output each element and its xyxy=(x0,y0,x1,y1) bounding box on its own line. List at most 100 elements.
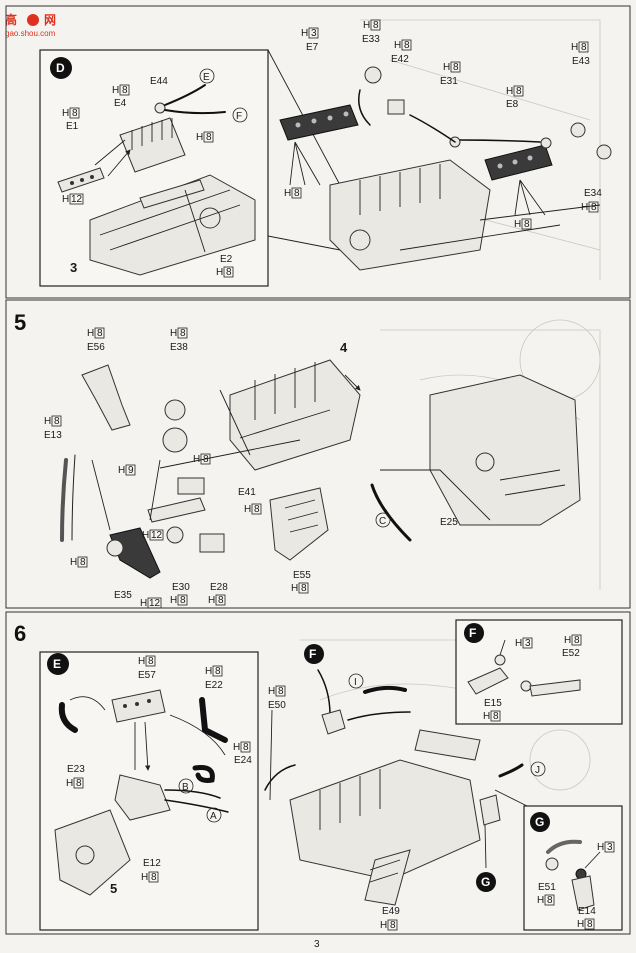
label-e33-h: H xyxy=(363,20,370,31)
part-e49 xyxy=(364,849,411,906)
label-e52-h: H xyxy=(564,635,571,646)
label-e1: E1 xyxy=(66,121,79,132)
label-h8e-num: 8 xyxy=(80,557,86,568)
label-e23-h: H xyxy=(66,778,73,789)
part-e52 xyxy=(529,679,581,697)
label-e57-h: H xyxy=(138,656,145,667)
watermark-char: 高 xyxy=(5,12,17,27)
label-e55-h: H xyxy=(291,583,298,594)
inset-g-badge xyxy=(530,812,550,832)
part-e28 xyxy=(199,533,225,553)
part-e14 xyxy=(571,875,595,911)
label-e34-h-num: 8 xyxy=(591,202,597,213)
label-h8b: H xyxy=(514,219,521,230)
watermark-logo: 高 网 gao.shou.com xyxy=(5,12,56,38)
part-e51 xyxy=(545,857,559,871)
section-step-6: 6 E H 8 E57 H 8 E22 xyxy=(5,611,631,935)
label-e4-h-num: 8 xyxy=(122,85,128,96)
inset-f: F H 3 H 8 E52 E15 H 8 xyxy=(455,619,623,725)
callout-j-circle xyxy=(530,761,546,777)
label-e34-h: H xyxy=(581,202,588,213)
part-e4 xyxy=(119,117,186,173)
label-h12b: H xyxy=(140,598,147,609)
label-h12-step5: H xyxy=(142,530,149,541)
label-e51: E51 xyxy=(538,882,556,893)
callout-i-circle xyxy=(348,673,364,689)
label-e42-h: H xyxy=(394,40,401,51)
label-e52-h-num: 8 xyxy=(574,635,580,646)
label-e41: E41 xyxy=(238,487,256,498)
label-e22: E22 xyxy=(205,680,223,691)
label-h8c-num: 8 xyxy=(203,454,209,465)
part-e35-belt xyxy=(109,527,161,579)
engine-block-top xyxy=(329,159,491,271)
label-e55: E55 xyxy=(293,570,311,581)
label-e4: E4 xyxy=(114,98,127,109)
label-e22-h: H xyxy=(205,666,212,677)
label-h12-step5-num: 12 xyxy=(151,530,163,541)
label-e42-h-num: 8 xyxy=(404,40,410,51)
label-e38-h-num: 8 xyxy=(180,328,186,339)
callout-f-circle xyxy=(232,107,248,123)
label-e50-h: H xyxy=(268,686,275,697)
part-e41 xyxy=(177,477,205,495)
label-h12b-num: 12 xyxy=(149,598,161,609)
label-e56-h: H xyxy=(87,328,94,339)
badge-f-main xyxy=(304,644,324,664)
label-e8-h: H xyxy=(506,86,513,97)
badge-f-main-text: F xyxy=(309,647,316,661)
label-e14-h-num: 8 xyxy=(587,919,593,930)
label-e1-h-num: 8 xyxy=(72,108,78,119)
label-e15-h-num: 8 xyxy=(493,711,499,722)
top-main-diagram: H 3 E7 H 8 E33 H 8 E42 H 8 E31 H 8 E8 H … xyxy=(267,19,612,271)
label-ref-5: 5 xyxy=(110,881,117,896)
part-e34 xyxy=(596,144,612,160)
label-e24-h-num: 8 xyxy=(243,742,249,753)
label-e44-h: H xyxy=(196,132,203,143)
label-h9: H xyxy=(118,465,125,476)
inset-e-badge-text: E xyxy=(53,657,61,671)
label-e35: E35 xyxy=(114,590,132,601)
label-e13-h: H xyxy=(44,416,51,427)
callout-a-circle xyxy=(206,807,222,823)
label-h8e: H xyxy=(70,557,77,568)
badge-g-main xyxy=(476,872,496,892)
label-e44: E44 xyxy=(150,76,168,87)
label-e33-h-num: 8 xyxy=(373,20,379,31)
label-e15-h: H xyxy=(483,711,490,722)
inset-f-badge xyxy=(464,623,484,643)
engine-right-step5 xyxy=(429,374,581,526)
part-e30 xyxy=(166,526,184,544)
label-ref-3: 3 xyxy=(70,260,77,275)
callout-c-text: C xyxy=(379,516,386,527)
label-e38: E38 xyxy=(170,342,188,353)
callout-e-circle xyxy=(199,68,215,84)
badge-g-main-text: G xyxy=(481,875,490,889)
inset-d-badge-text: D xyxy=(56,61,65,75)
callout-f-text: F xyxy=(236,111,242,122)
watermark-url: gao.shou.com xyxy=(5,29,56,38)
callout-i-text: I xyxy=(354,677,357,688)
label-e56-h-num: 8 xyxy=(97,328,103,339)
label-h12-num: 12 xyxy=(71,194,83,205)
inset-d: D E44 H 8 E4 H xyxy=(39,49,269,287)
label-e49-h-num: 8 xyxy=(390,920,396,931)
watermark-ball-icon xyxy=(27,14,39,26)
label-e44-h-num: 8 xyxy=(206,132,212,143)
inset-e: E H 8 E57 H 8 E22 H 8 E24 xyxy=(39,651,259,931)
inset-d-badge xyxy=(50,57,72,79)
label-e22-h-num: 8 xyxy=(215,666,221,677)
callout-c-circle xyxy=(375,512,391,528)
step-6-number: 6 xyxy=(14,621,26,646)
inset-f-badge-text: F xyxy=(469,626,476,640)
label-e30-h-num: 8 xyxy=(180,595,186,606)
label-e33: E33 xyxy=(362,34,380,45)
part-e12 xyxy=(114,774,171,821)
label-e7-h: H xyxy=(301,28,308,39)
label-ref-4: 4 xyxy=(340,340,348,355)
label-e14: E14 xyxy=(578,906,596,917)
label-e30-h: H xyxy=(170,595,177,606)
label-f-h3: H xyxy=(515,638,522,649)
page-number: 3 xyxy=(314,939,320,950)
callout-b-text: B xyxy=(182,782,189,793)
